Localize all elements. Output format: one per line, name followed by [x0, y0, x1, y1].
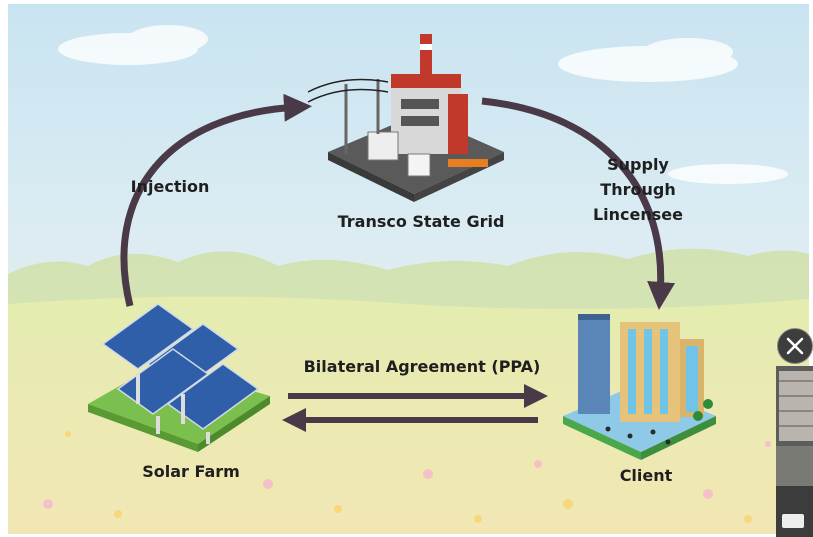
solar-farm-label: Solar Farm — [142, 462, 240, 481]
supply-label-line: Through — [600, 180, 676, 199]
video-thumbnail[interactable] — [776, 366, 813, 537]
clouds — [58, 25, 788, 184]
power-plant-icon — [307, 34, 504, 202]
meadow-flowers — [43, 431, 771, 523]
solar-panel-icon — [88, 303, 270, 452]
close-icon — [786, 337, 804, 355]
close-button[interactable] — [777, 328, 813, 364]
buildings-icon — [563, 314, 716, 460]
supply-label: Supply Through Lincensee — [583, 152, 693, 227]
bilateral-agreement-label: Bilateral Agreement (PPA) — [303, 357, 541, 376]
thumbnail-image — [776, 366, 813, 537]
diagram-background — [8, 4, 809, 534]
client-label: Client — [619, 466, 673, 485]
supply-label-line: Lincensee — [592, 205, 684, 224]
injection-arrow — [120, 93, 312, 307]
diagram-scene: Injection Transco State Grid Supply Thro… — [8, 4, 809, 534]
supply-label-line: Supply — [607, 155, 669, 174]
flow-arrows — [120, 93, 676, 432]
supply-arrow — [481, 97, 676, 310]
grid-label: Transco State Grid — [337, 212, 505, 231]
injection-label: Injection — [130, 177, 210, 196]
